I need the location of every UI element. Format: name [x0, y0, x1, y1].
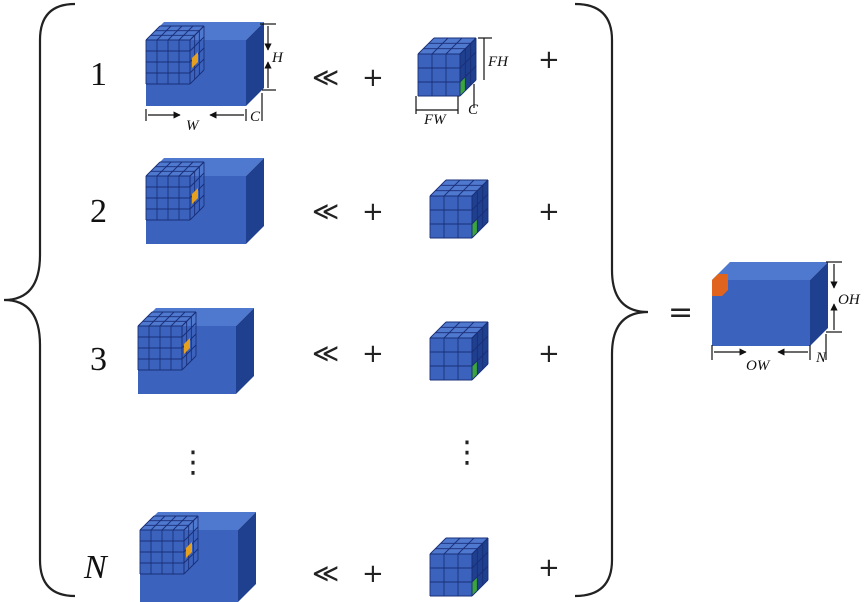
filter-height-label: FH: [487, 54, 509, 70]
filter-cube-2: [429, 179, 489, 239]
row-label-3: 3: [90, 341, 107, 378]
output-height-label: OH: [838, 292, 861, 308]
ellipsis-inputs: ⋮: [178, 445, 208, 480]
filter-front-face: [430, 196, 472, 238]
plus-operator-end-1: +: [538, 45, 560, 75]
input-side-face: [246, 22, 264, 106]
input-side-face: [246, 158, 264, 244]
output-side-face: [810, 262, 828, 346]
input-highlight-cell: [186, 542, 192, 558]
filter-cube-3: [429, 321, 489, 381]
ellipsis-filters: ⋮: [452, 435, 482, 470]
output-volume-shape: [712, 262, 828, 346]
input-dimension-annotations: [145, 23, 276, 121]
filter-front-face: [418, 54, 460, 96]
filter-top-face: [430, 322, 488, 338]
output-front-face: [712, 280, 810, 346]
input-grid-window: [145, 161, 205, 221]
output-channels-label: N: [815, 350, 827, 366]
input-volumes: [137, 22, 264, 602]
input-channels-label: C: [250, 109, 261, 125]
shift-operator-3: ≪: [312, 339, 339, 369]
input-height-label: H: [271, 50, 284, 66]
output-width-label: OW: [746, 358, 771, 374]
input-volume-n: [139, 512, 256, 602]
filter-top-face: [430, 538, 488, 554]
shift-operator-n: ≪: [312, 559, 339, 589]
row-label-1: 1: [90, 56, 107, 93]
row-label-2: 2: [90, 193, 107, 230]
input-width-label: W: [186, 118, 200, 134]
filter-cubes: [417, 37, 489, 597]
input-highlight-cell: [184, 338, 190, 354]
output-dimension-annotations: [711, 261, 842, 360]
plus-operator-2: +: [362, 197, 384, 227]
filter-dimension-annotations: [415, 37, 492, 114]
plus-operator-end-n: +: [538, 553, 560, 583]
plus-operator-end-2: +: [538, 197, 560, 227]
filter-front-face: [430, 338, 472, 380]
plus-operator-n: +: [362, 559, 384, 589]
filter-highlight-cell: [472, 218, 478, 238]
filter-highlight-cell: [472, 576, 478, 596]
plus-operator-3: +: [362, 339, 384, 369]
input-volume-2: [145, 158, 264, 244]
filter-top-face: [430, 180, 488, 196]
shift-operator-2: ≪: [312, 197, 339, 227]
input-volume-1: [145, 22, 264, 106]
input-volume-3: [137, 308, 254, 394]
filter-channels-label: C: [468, 102, 479, 118]
filter-grid: [429, 179, 489, 239]
input-side-face: [238, 512, 256, 602]
plus-operator-end-3: +: [538, 339, 560, 369]
filter-grid: [417, 37, 477, 97]
filter-top-face: [418, 38, 476, 54]
shift-operator-1: ≪: [312, 63, 339, 93]
filter-front-face: [430, 554, 472, 596]
input-grid-window: [137, 311, 197, 371]
filter-grid: [429, 537, 489, 597]
input-highlight-cell: [192, 188, 198, 204]
input-grid-window: [139, 515, 199, 575]
input-highlight-cell: [192, 52, 198, 68]
filter-highlight-cell: [472, 360, 478, 380]
filter-cube-1: [417, 37, 477, 97]
left-brace-icon: [3, 2, 76, 598]
filter-highlight-cell: [460, 76, 466, 96]
right-brace-icon: [574, 2, 649, 598]
input-side-face: [236, 308, 254, 394]
input-front-face: [146, 176, 246, 244]
input-grid-window: [145, 25, 205, 85]
plus-operator-1: +: [362, 63, 384, 93]
output-volume: [712, 262, 828, 346]
filter-grid: [429, 321, 489, 381]
filter-cube-n: [429, 537, 489, 597]
filter-width-label: FW: [423, 112, 447, 128]
output-top-face: [712, 262, 828, 280]
row-label-n: N: [83, 549, 109, 586]
equals-operator: =: [668, 295, 693, 330]
output-highlight-cell: [712, 274, 728, 296]
